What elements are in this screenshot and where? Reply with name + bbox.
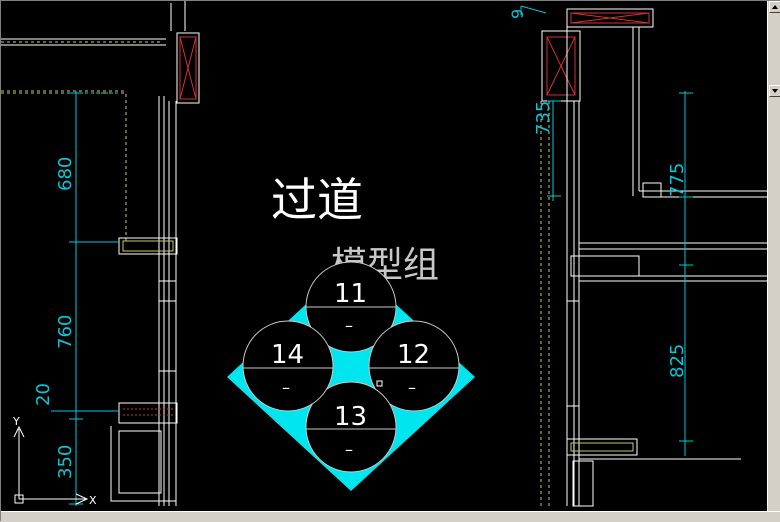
scroll-down-button[interactable] xyxy=(769,85,780,97)
tile-number-11: 11 xyxy=(334,279,367,309)
dimension-label-9: 9 xyxy=(508,9,527,19)
tile-mark-13: – xyxy=(345,440,353,459)
tile-mark-14: – xyxy=(282,378,290,397)
vertical-scrollbar[interactable] xyxy=(767,1,780,511)
drawing-canvas[interactable]: 680 760 20 350 Y X 过道 模型组 xyxy=(1,1,767,511)
left-dimension-chain xyxy=(51,91,119,506)
ucs-y-label: Y xyxy=(12,415,20,428)
dimension-label-760: 760 xyxy=(55,315,76,349)
tile-mark-12: – xyxy=(408,378,416,397)
ucs-x-label: X xyxy=(89,494,97,507)
dimension-label-350: 350 xyxy=(55,445,76,479)
right-dimension-chain xyxy=(520,5,693,456)
dimension-label-680: 680 xyxy=(55,157,76,191)
dimension-label-825: 825 xyxy=(667,344,688,378)
dimension-label-735: 735 xyxy=(533,101,554,135)
tile-number-14: 14 xyxy=(271,340,304,370)
dimension-label-20: 20 xyxy=(33,383,54,406)
tile-mark-11: – xyxy=(345,316,353,335)
scroll-up-button[interactable] xyxy=(769,1,780,13)
dimension-label-775: 775 xyxy=(667,163,688,197)
left-wall-assembly xyxy=(1,1,200,506)
ucs-icon xyxy=(13,425,89,505)
horizontal-scrollbar[interactable] xyxy=(1,511,780,522)
chevron-up-icon xyxy=(772,5,778,9)
chevron-down-icon xyxy=(772,89,778,93)
tile-number-12: 12 xyxy=(397,340,430,370)
tile-number-13: 13 xyxy=(334,402,367,432)
room-title: 过道 xyxy=(271,173,363,227)
right-wall-assembly xyxy=(540,8,767,507)
diamond-tile-pattern xyxy=(227,261,475,491)
